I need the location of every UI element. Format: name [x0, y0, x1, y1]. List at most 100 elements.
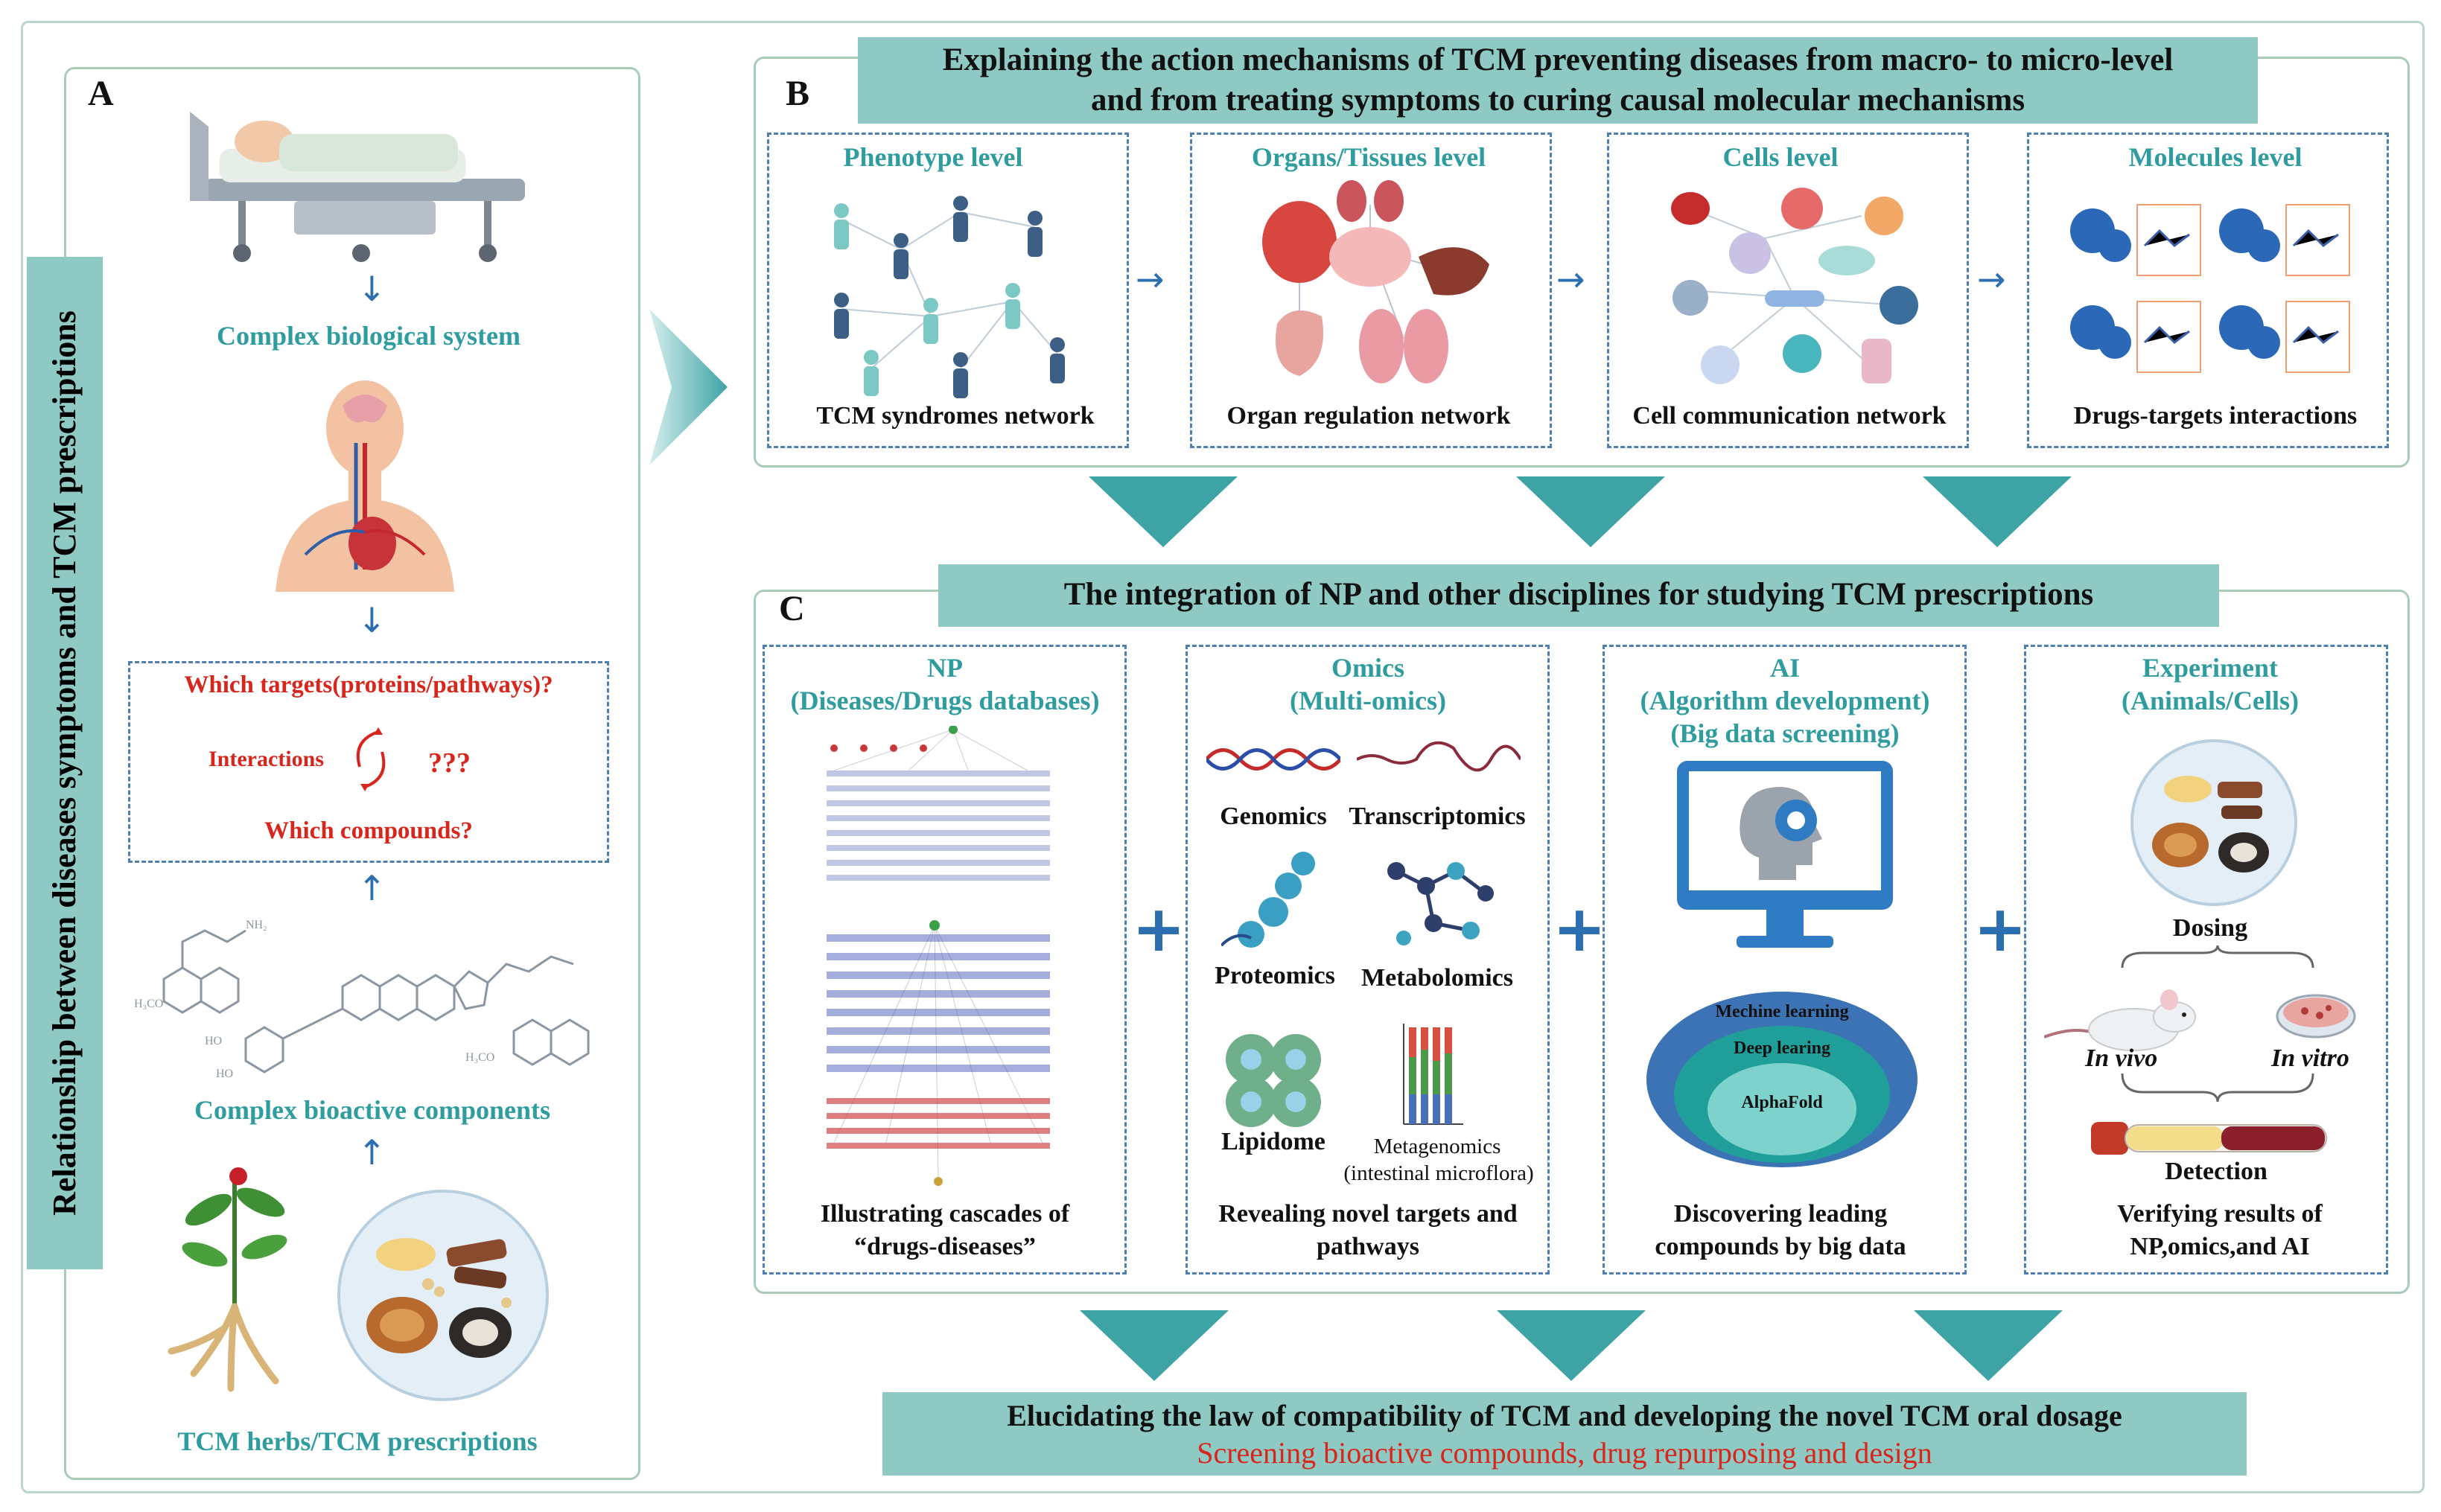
lipid-icon [1226, 1034, 1321, 1127]
rna-strand-icon [1357, 741, 1521, 772]
metagenomics-label: Metagenomics [1373, 1135, 1501, 1158]
herbs-dosing-illustration [2130, 739, 2297, 906]
genomics-label: Genomics [1220, 803, 1327, 830]
molecules-level-box [2027, 133, 2389, 448]
herbs-circle-illustration [337, 1190, 549, 1401]
deep-learning-label: Deep learing [1734, 1039, 1830, 1058]
metagenomics-sublabel: (intestinal microflora) [1343, 1161, 1534, 1185]
plus-sign-3: + [1973, 892, 2028, 966]
omics-caption-2: pathways [1317, 1233, 1419, 1260]
cells-level-caption: Cell communication network [1632, 402, 1947, 430]
interactions-text: Interactions [209, 747, 324, 771]
bioactive-label: Complex bioactive components [194, 1095, 550, 1125]
panel-c-title: The integration of NP and other discipli… [1063, 577, 2094, 612]
down-arrow-icon [1089, 476, 1238, 547]
organs-level-box [1190, 133, 1552, 448]
arrow-down-2: ↓ [357, 600, 386, 640]
in-vitro-label: In vitro [2271, 1044, 2349, 1072]
panel-c-letter: C [779, 589, 805, 628]
svg-text:NH₂: NH₂ [246, 919, 267, 931]
dna-helix-icon [1206, 748, 1340, 771]
organs-level-caption: Organ regulation network [1226, 402, 1511, 430]
ai-caption-1: Discovering leading [1673, 1200, 1888, 1228]
conclusion-line-1: Elucidating the law of compatibility of … [1007, 1399, 2122, 1432]
omics-caption-1: Revealing novel targets and [1218, 1200, 1518, 1228]
branch-bracket-bottom-icon [2121, 1074, 2314, 1103]
down-arrow-icon [1516, 476, 1665, 547]
omics-box [1186, 645, 1550, 1275]
molecules-level-heading: Molecules level [2128, 142, 2302, 172]
metabolomics-label: Metabolomics [1361, 964, 1513, 992]
ai-nested-ellipses [1646, 992, 1918, 1167]
np-network-illustration [827, 726, 1050, 1186]
panel-b-title-banner [858, 37, 2258, 124]
dosing-label: Dosing [2172, 914, 2248, 942]
omics-heading: Omics [1331, 653, 1404, 683]
branch-bracket-icon [2121, 945, 2314, 969]
down-arrow-icon [1497, 1310, 1646, 1381]
np-caption-2: “drugs-diseases” [854, 1233, 1036, 1260]
conclusion-banner [882, 1392, 2247, 1476]
experiment-caption-1: Verifying results of [2117, 1200, 2323, 1228]
svg-text:HO: HO [216, 1068, 233, 1080]
plus-sign-1: + [1132, 892, 1186, 966]
experiment-heading: Experiment [2142, 653, 2278, 683]
np-heading: NP [927, 653, 963, 683]
phenotype-level-caption: TCM syndromes network [816, 402, 1095, 430]
petri-dish-icon [2276, 994, 2356, 1039]
experiment-caption-2: NP,omics,and AI [2130, 1233, 2310, 1260]
question-box [128, 661, 609, 863]
in-vivo-label: In vivo [2085, 1044, 2158, 1072]
organs-illustration [1262, 180, 1489, 383]
which-compounds-text: Which compounds? [264, 817, 473, 844]
detection-label: Detection [2165, 1158, 2267, 1185]
organs-level-heading: Organs/Tissues level [1251, 142, 1486, 172]
np-caption-1: Illustrating cascades of [820, 1200, 1070, 1228]
alphafold-label: AlphaFold [1741, 1093, 1823, 1112]
down-arrow-icon [1923, 476, 2072, 547]
which-targets-text: Which targets(proteins/pathways)? [184, 672, 553, 698]
ai-box [1603, 645, 1967, 1275]
human-body-illustration [276, 380, 454, 592]
arrow-down-1: ↓ [357, 269, 386, 309]
complex-system-label: Complex biological system [217, 321, 521, 351]
arrow-right-2: → [1556, 259, 1585, 299]
phenotype-level-heading: Phenotype level [843, 142, 1023, 172]
panel-a-letter: A [88, 74, 114, 113]
ai-subheading-1: (Algorithm development) [1640, 686, 1930, 715]
metabolite-icon [1387, 862, 1494, 945]
metagenomics-chart-icon [1403, 1024, 1463, 1125]
arrow-up-2: ↑ [357, 1132, 386, 1173]
svg-text:H₃CO: H₃CO [465, 1051, 494, 1064]
machine-learning-label: Mechine learning [1715, 1002, 1849, 1021]
chevron-right-icon [649, 309, 728, 465]
down-arrow-icon [1080, 1310, 1229, 1381]
panel-b-title-line1: Explaining the action mechanisms of TCM … [942, 42, 2174, 77]
molecules-illustration [2070, 204, 2350, 373]
ginseng-plant-illustration [168, 1167, 287, 1392]
plus-sign-2: + [1553, 892, 1607, 966]
proteomics-label: Proteomics [1215, 962, 1335, 989]
blood-tube-icon [2091, 1122, 2327, 1155]
panel-c-title-banner [938, 564, 2219, 627]
protein-icon [1221, 852, 1315, 948]
lipidome-label: Lipidome [1221, 1128, 1325, 1155]
cycle-arrows-icon [356, 727, 386, 791]
arrow-up-1: ↑ [357, 868, 386, 908]
ai-subheading-2: (Big data screening) [1670, 718, 1900, 748]
omics-subheading: (Multi-omics) [1290, 686, 1446, 715]
cells-illustration [1671, 188, 1918, 384]
svg-text:HO: HO [205, 1035, 222, 1047]
ai-caption-2: compounds by big data [1655, 1233, 1906, 1260]
computer-monitor-icon [1677, 761, 1893, 948]
side-banner-label: Relationship between diseases symptoms a… [46, 310, 83, 1216]
phenotype-level-box [767, 133, 1129, 448]
unknown-marks: ??? [428, 747, 471, 779]
mouse-icon [2044, 989, 2196, 1051]
molecules-level-caption: Drugs-targets interactions [2073, 402, 2358, 430]
figure-frame [21, 21, 2425, 1493]
cells-level-heading: Cells level [1722, 142, 1839, 172]
people-network-illustration [834, 196, 1065, 398]
hospital-bed-illustration [190, 112, 525, 262]
